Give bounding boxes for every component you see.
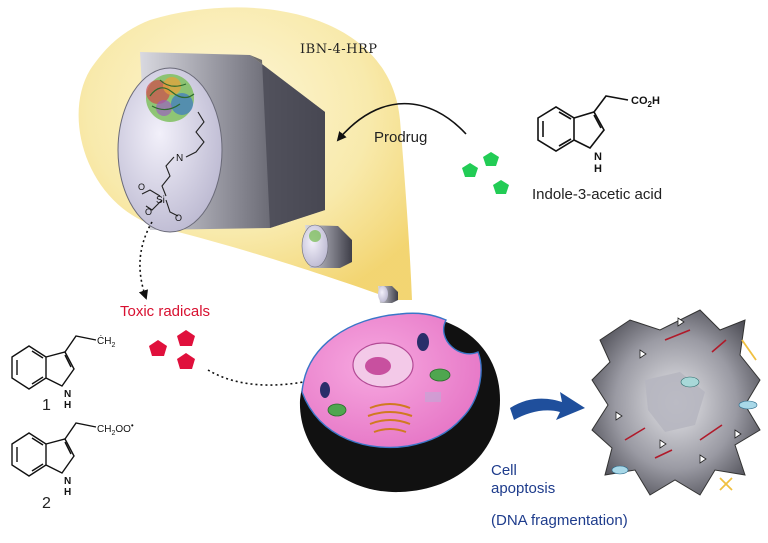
- dotted-arrow-icon: [138, 221, 153, 300]
- compound-1-n: N: [64, 389, 71, 400]
- compound-1-structure: [11, 335, 97, 390]
- dna-fragmentation-label: (DNA fragmentation): [491, 512, 628, 529]
- compound-1-h: H: [64, 400, 71, 411]
- si-atom-label: Si: [156, 195, 165, 206]
- co2h-label: CO2H: [631, 95, 660, 109]
- curved-arrow-icon: [336, 102, 467, 142]
- compound-1-ch2: ĊH2: [97, 334, 115, 349]
- o-atom-label-2: O: [145, 207, 152, 217]
- pore-face: [117, 67, 223, 233]
- compound-2-number: 2: [42, 495, 51, 512]
- toxic-radicals-label: Toxic radicals: [120, 303, 211, 320]
- linker-chain: [141, 111, 205, 217]
- prodrug-pentagon-3: [493, 180, 509, 194]
- radical-pentagon-1: [149, 340, 167, 356]
- prodrug-pentagon-1: [462, 163, 478, 177]
- n-atom-label: N: [176, 153, 183, 164]
- enzyme-material-label: IBN-4-HRP: [300, 42, 378, 57]
- compound-1-number: 1: [42, 397, 51, 414]
- o-atom-label-1: O: [138, 182, 145, 192]
- golgi-apparatus: [367, 403, 413, 433]
- compound-2-h: H: [64, 487, 71, 498]
- cell-label: Cell: [491, 462, 517, 479]
- radical-pentagon-2: [177, 330, 195, 346]
- mitochondrion-1: [429, 368, 451, 382]
- prodrug-label: Prodrug: [374, 129, 428, 146]
- compound-2-ch2oo: CH2OO•: [97, 421, 134, 437]
- compound-2-n: N: [64, 476, 71, 487]
- apoptosis-label: apoptosis: [491, 480, 556, 497]
- compound-name-label: Indole-3-acetic acid: [532, 186, 663, 203]
- indole-acetic-acid-structure: [537, 95, 629, 152]
- mitochondrion-2: [327, 403, 347, 417]
- tiny-pore: [378, 286, 398, 303]
- o-atom-label-3: O: [175, 213, 182, 223]
- cell-illustration: [299, 312, 500, 493]
- small-pore-channel: [301, 224, 352, 268]
- apoptosis-arrow-icon: [510, 392, 585, 420]
- dotted-arrow-to-nucleus: [207, 366, 354, 386]
- nh-label-h: H: [594, 163, 602, 175]
- hrp-enzyme: [146, 74, 195, 122]
- nh-label-n: N: [594, 151, 602, 163]
- compound-2-structure: [11, 422, 97, 477]
- prodrug-pentagon-2: [483, 152, 499, 166]
- apoptotic-cell: [591, 309, 761, 496]
- radical-pentagon-3: [177, 353, 195, 369]
